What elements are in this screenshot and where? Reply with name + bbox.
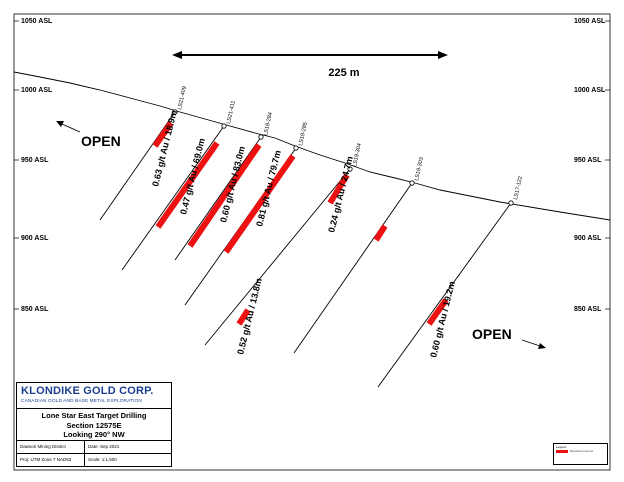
intercept-label: 0.24 g/t Au / 24.7m [326,155,355,233]
company-name: KLONDIKE GOLD CORP. [21,385,154,397]
mineralized-intercepts [152,121,449,326]
district-cell: Dawson Mining District [17,441,85,453]
elevation-label-right: 850 ASL [574,306,602,313]
topography-line [13,71,611,221]
elevation-label-right: 900 ASL [574,235,602,242]
intercept-label: 0.81 g/t Au / 79.7m [254,149,283,227]
title-block-row: Proj: UTM Zone 7 NAD83 Scale: 1:1,500 [17,454,171,467]
title-block-row: Dawson Mining District Date: Sep 2021 [17,441,171,454]
company-logo: KLONDIKE GOLD CORP. CANADIAN GOLD AND BA… [17,383,171,409]
scale-bar-label: 225 m [328,67,359,79]
scale-cell: Scale: 1:1,500 [88,457,117,462]
drill-hole-label: LS19-304 [352,143,363,168]
legend-box: Legend Mineralized intercept [553,443,608,465]
intercept-label: 0.63 g/t Au / 18.9m [150,109,179,187]
drill-hole-traces [99,111,512,388]
date-cell: Date: Sep 2021 [88,444,120,449]
intercept-swatch [556,450,568,453]
legend-item: Mineralized intercept [554,450,607,453]
title-line-2: Section 12575E [66,420,122,430]
elevation-label-left: 950 ASL [21,157,49,164]
elevation-label-left: 850 ASL [21,306,49,313]
title-block: KLONDIKE GOLD CORP. CANADIAN GOLD AND BA… [16,382,172,467]
elevation-label-left: 1050 ASL [21,18,53,25]
scale-bar [172,51,448,59]
elevation-label-right: 950 ASL [574,157,602,164]
legend-item-label: Mineralized intercept [570,450,594,453]
projection-cell: Proj: UTM Zone 7 NAD83 [17,454,85,467]
company-tagline: CANADIAN GOLD AND BASE METAL EXPLORATION [21,399,142,404]
drill-collars [172,109,514,206]
intercept-label: 0.60 g/t Au / 83.0m [218,145,247,223]
title-line-3: Looking 290° NW [63,430,125,439]
drill-hole-label: LS19-303 [414,157,425,182]
elevation-label-left: 1000 ASL [21,87,53,94]
drill-hole-label: LS17-122 [513,176,524,201]
section-frame [13,13,611,471]
drawing-title: Lone Star East Target Drilling Section 1… [17,409,171,441]
open-arrow-left [56,121,81,133]
elevation-label-left: 900 ASL [21,235,49,242]
drill-hole-label: LS21-411 [226,100,237,124]
drill-hole-label: LS19-284 [263,112,274,137]
elevation-ticks [14,20,610,310]
drill-hole-label: LS19-285 [298,122,309,147]
intercept-label: 0.47 g/t Au / 69.0m [178,137,207,215]
elevation-label-right: 1000 ASL [574,87,606,94]
open-arrow-right [521,339,546,349]
intercept-label: 0.52 g/t Au / 13.8m [235,277,264,355]
drill-hole-label: LS21-409 [177,86,188,111]
title-line-1: Lone Star East Target Drilling [41,411,147,420]
elevation-label-right: 1050 ASL [574,18,606,25]
open-label-left: OPEN [81,133,121,149]
legend-title: Legend [556,445,567,449]
open-label-right: OPEN [472,326,512,342]
